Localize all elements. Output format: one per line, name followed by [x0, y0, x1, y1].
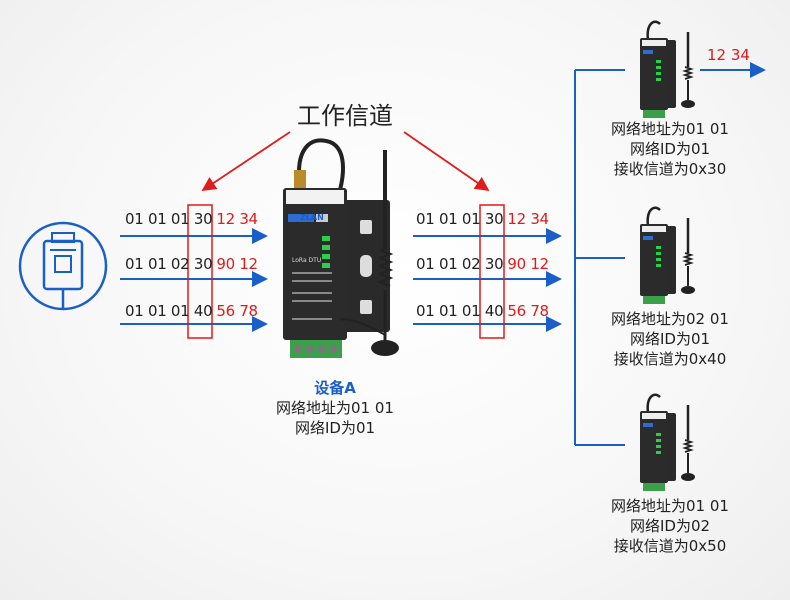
mid-row-2-prefix: 01 01 02 30 [416, 255, 504, 273]
receiver-2-label: 网络地址为02 01 网络ID为01 接收信道为0x40 [590, 309, 750, 369]
receiver-3-address: 网络地址为01 01 [611, 497, 729, 515]
receiver-1-channel: 接收信道为0x30 [613, 160, 727, 178]
distribution-bracket [574, 69, 625, 446]
left-input-arrows [120, 228, 268, 332]
device-a-label: 设备A 网络地址为01 01 网络ID为01 [255, 378, 415, 438]
device-brand-text: ZLAN [300, 213, 324, 222]
receiver-2-channel: 接收信道为0x40 [613, 350, 727, 368]
output-packet: 12 34 [707, 46, 750, 64]
device-a-network-id: 网络ID为01 [294, 419, 376, 437]
serial-port-icon [18, 221, 108, 311]
channel-highlight-left [187, 204, 213, 339]
receiver-3-network-id: 网络ID为02 [629, 517, 711, 535]
receiver-device-2-image [640, 206, 695, 304]
receiver-1-network-id: 网络ID为01 [629, 140, 711, 158]
mid-row-1-prefix: 01 01 01 30 [416, 210, 504, 228]
receiver-2-network-id: 网络ID为01 [629, 330, 711, 348]
receiver-1-label: 网络地址为01 01 网络ID为01 接收信道为0x30 [590, 119, 750, 179]
mid-row-3-prefix: 01 01 01 40 [416, 302, 504, 320]
title-arrow-right [403, 131, 490, 192]
receiver-3-channel: 接收信道为0x50 [613, 537, 727, 555]
title-arrow-left [201, 131, 291, 191]
working-channel-title: 工作信道 [297, 102, 393, 130]
channel-highlight-mid [479, 204, 505, 339]
left-row-3-suffix: 56 78 [216, 302, 258, 320]
device-a-address: 网络地址为01 01 [276, 399, 394, 417]
device-a-name: 设备A [314, 379, 356, 397]
left-row-2-suffix: 90 12 [216, 255, 258, 273]
middle-output-arrows [413, 228, 562, 332]
left-row-3-prefix: 01 01 01 40 [125, 302, 213, 320]
receiver-device-1-image [640, 20, 695, 118]
mid-row-1-suffix: 12 34 [507, 210, 549, 228]
mid-row-2-suffix: 90 12 [507, 255, 549, 273]
device-model-text: LoRa DTU [292, 257, 321, 264]
left-row-1-suffix: 12 34 [216, 210, 258, 228]
device-a-image: LoRa DTU [283, 138, 399, 358]
receiver-device-3-image [640, 393, 695, 491]
mid-row-3-suffix: 56 78 [507, 302, 549, 320]
receiver-2-address: 网络地址为02 01 [611, 310, 729, 328]
receiver-3-label: 网络地址为01 01 网络ID为02 接收信道为0x50 [590, 496, 750, 556]
receiver-1-address: 网络地址为01 01 [611, 120, 729, 138]
left-row-2-prefix: 01 01 02 30 [125, 255, 213, 273]
left-row-1-prefix: 01 01 01 30 [125, 210, 213, 228]
